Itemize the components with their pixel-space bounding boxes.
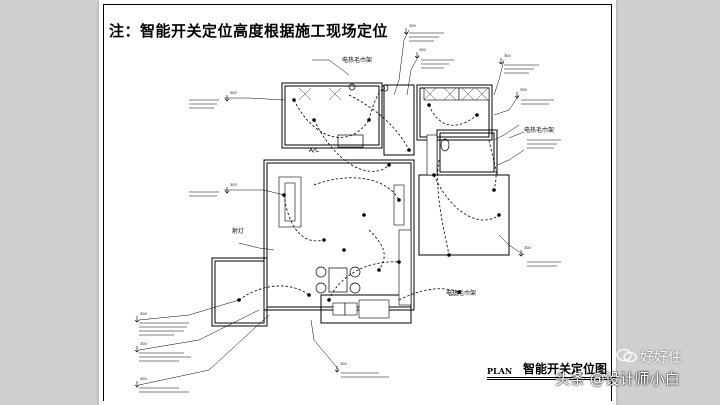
label-lamp: 射灯 — [232, 227, 244, 235]
callout-mark-1: 300 — [409, 24, 416, 28]
callout-mark-10: 300 — [140, 377, 147, 381]
label-elec-top: 电热毛巾架 — [342, 56, 372, 64]
label-elec-right: 电热毛巾架 — [524, 126, 554, 134]
drawing-title: 注：智能开关定位高度根据施工现场定位 — [109, 22, 389, 40]
watermark-secondary: 好好住 — [640, 350, 682, 366]
callout-mark-2: 300 — [419, 48, 426, 52]
plan-underline — [487, 377, 616, 378]
label-elec-bottom: 电热毛巾架 — [446, 289, 476, 297]
callout-mark-5: 300 — [230, 91, 237, 95]
plan-name: 智能开关定位图 — [523, 362, 608, 376]
callout-mark-3: 300 — [504, 54, 511, 58]
drawing-frame — [103, 4, 612, 401]
label-ac: A/C — [309, 147, 319, 154]
callout-mark-6: 300 — [230, 183, 237, 187]
callout-mark-8: 300 — [140, 312, 147, 316]
drawing-sheet: 注：智能开关定位高度根据施工现场定位 — [99, 0, 616, 405]
wechat-icon — [616, 348, 637, 363]
callout-mark-7: 300 — [524, 246, 531, 250]
watermark: 头条 @设计师小白 — [555, 370, 680, 388]
callout-mark-9: 300 — [140, 342, 147, 346]
plan-word: PLAN — [487, 366, 513, 376]
callout-mark-4: 300 — [520, 88, 527, 92]
floor-plan: 300 300 300 300 300 300 300 300 300 300 … — [134, 24, 561, 393]
callout-mark-11: 300 — [340, 362, 347, 366]
plan-underline-2 — [487, 379, 616, 380]
plan-title-block: PLAN 智能开关定位图 — [487, 360, 616, 380]
